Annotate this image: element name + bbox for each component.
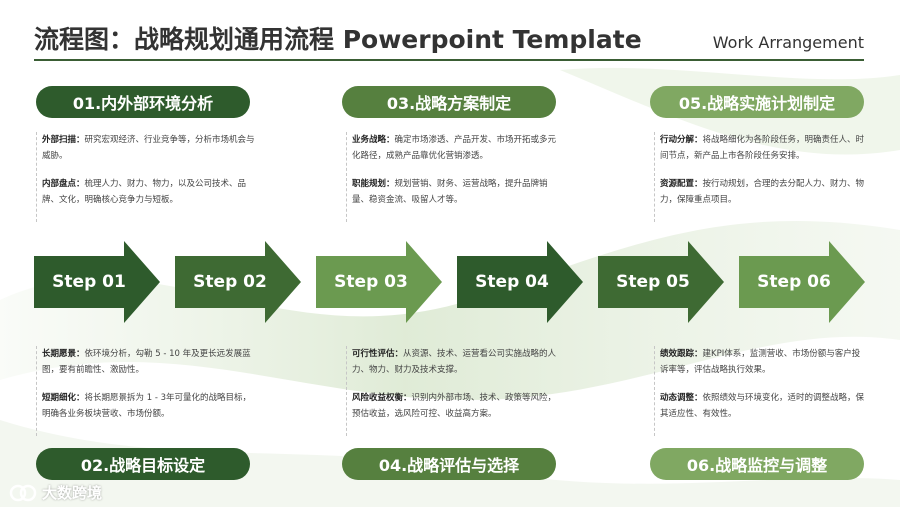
phase-03-pill: 03.战略方案制定 [342,86,556,118]
detail-paragraph: 动态调整：依照绩效与环境变化，适时的调整战略，保其适应性、有效性。 [660,393,865,419]
detail-paragraph: 行动分解：将战略细化为各阶段任务，明确责任人、时间节点，新产品上市各阶段任务安排… [660,135,865,161]
detail-box-05: 行动分解：将战略细化为各阶段任务，明确责任人、时间节点，新产品上市各阶段任务安排… [654,132,866,222]
step-03-arrow [316,241,442,323]
phase-06-pill: 06.战略监控与调整 [650,448,864,480]
detail-paragraph: 内部盘点：梳理人力、财力、物力，以及公司技术、品牌、文化，明确核心竞争力与短板。 [42,179,247,205]
detail-box-06: 绩效跟踪：建KPI体系，监测营收、市场份额与客户投诉率等，评估战略执行效果。 动… [654,346,866,436]
dashed-line [346,132,347,222]
step-04-label: Step 04 [475,272,549,292]
step-02-label: Step 02 [193,272,267,292]
step-03-label: Step 03 [334,272,408,292]
dashed-line [654,132,655,222]
phase-04-label: 04.战略评估与选择 [378,456,520,475]
brand-logo-icon [9,484,37,501]
dashed-line [36,346,37,436]
detail-box-02: 长期愿景：依环境分析，勾勒 5 - 10 年及更长远发展蓝图，要有前瞻性、激励性… [36,346,256,436]
detail-box-03: 业务战略：确定市场渗透、产品开发、市场开拓或多元化路径，成熟产品靠优化营销渗透。… [346,132,560,222]
phase-05-pill: 05.战略实施计划制定 [650,86,864,118]
detail-paragraph: 业务战略：确定市场渗透、产品开发、市场开拓或多元化路径，成熟产品靠优化营销渗透。 [352,135,557,161]
detail-box-01: 外部扫描：研究宏观经济、行业竞争等，分析市场机会与威胁。 内部盘点：梳理人力、财… [36,132,256,222]
title-divider [34,59,864,61]
page-title: 流程图：战略规划通用流程 Powerpoint Template [34,25,642,54]
detail-box-04: 可行性评估：从资源、技术、运营看公司实施战略的人力、物力、财力及技术支撑。 风险… [346,346,560,436]
step-06-arrow [739,241,865,323]
step-05-arrow [598,241,724,323]
dashed-line [346,346,347,436]
detail-paragraph: 风险收益权衡：识别内外部市场、技术、政策等风险，预估收益，选风险可控、收益高方案… [352,393,557,419]
phase-03-label: 03.战略方案制定 [386,94,512,113]
phase-01-label: 01.内外部环境分析 [72,94,214,113]
phase-04-pill: 04.战略评估与选择 [342,448,556,480]
page-subtitle: Work Arrangement [712,33,864,52]
step-05-label: Step 05 [616,272,690,292]
phase-01-pill: 01.内外部环境分析 [36,86,250,118]
step-04-arrow [457,241,583,323]
detail-paragraph: 资源配置：按行动规划，合理的去分配人力、财力、物力，保障重点项目。 [660,179,865,205]
phase-06-label: 06.战略监控与调整 [686,456,828,475]
step-01-arrow [34,241,160,323]
detail-paragraph: 可行性评估：从资源、技术、运营看公司实施战略的人力、物力、财力及技术支撑。 [352,349,557,375]
detail-paragraph: 外部扫描：研究宏观经济、行业竞争等，分析市场机会与威胁。 [42,135,255,161]
detail-paragraph: 长期愿景：依环境分析，勾勒 5 - 10 年及更长远发展蓝图，要有前瞻性、激励性… [42,349,251,375]
phase-05-label: 05.战略实施计划制定 [678,94,836,113]
watermark-text: 大数跨境 [42,484,103,502]
step-01-label: Step 01 [52,272,126,292]
step-02-arrow [175,241,301,323]
phase-02-label: 02.战略目标设定 [80,456,206,475]
dashed-line [36,132,37,222]
dashed-line [654,346,655,436]
detail-paragraph: 职能规划：规划营销、财务、运营战略，提升品牌销量、稳资金流、吸留人才等。 [352,179,548,205]
phase-02-pill: 02.战略目标设定 [36,448,250,480]
detail-paragraph: 绩效跟踪：建KPI体系，监测营收、市场份额与客户投诉率等，评估战略执行效果。 [660,349,861,375]
watermark: 大数跨境 [8,482,102,503]
step-06-label: Step 06 [757,272,831,292]
detail-paragraph: 短期细化：将长期愿景拆为 1 - 3年可量化的战略目标，明确各业务板块营收、市场… [42,393,252,419]
